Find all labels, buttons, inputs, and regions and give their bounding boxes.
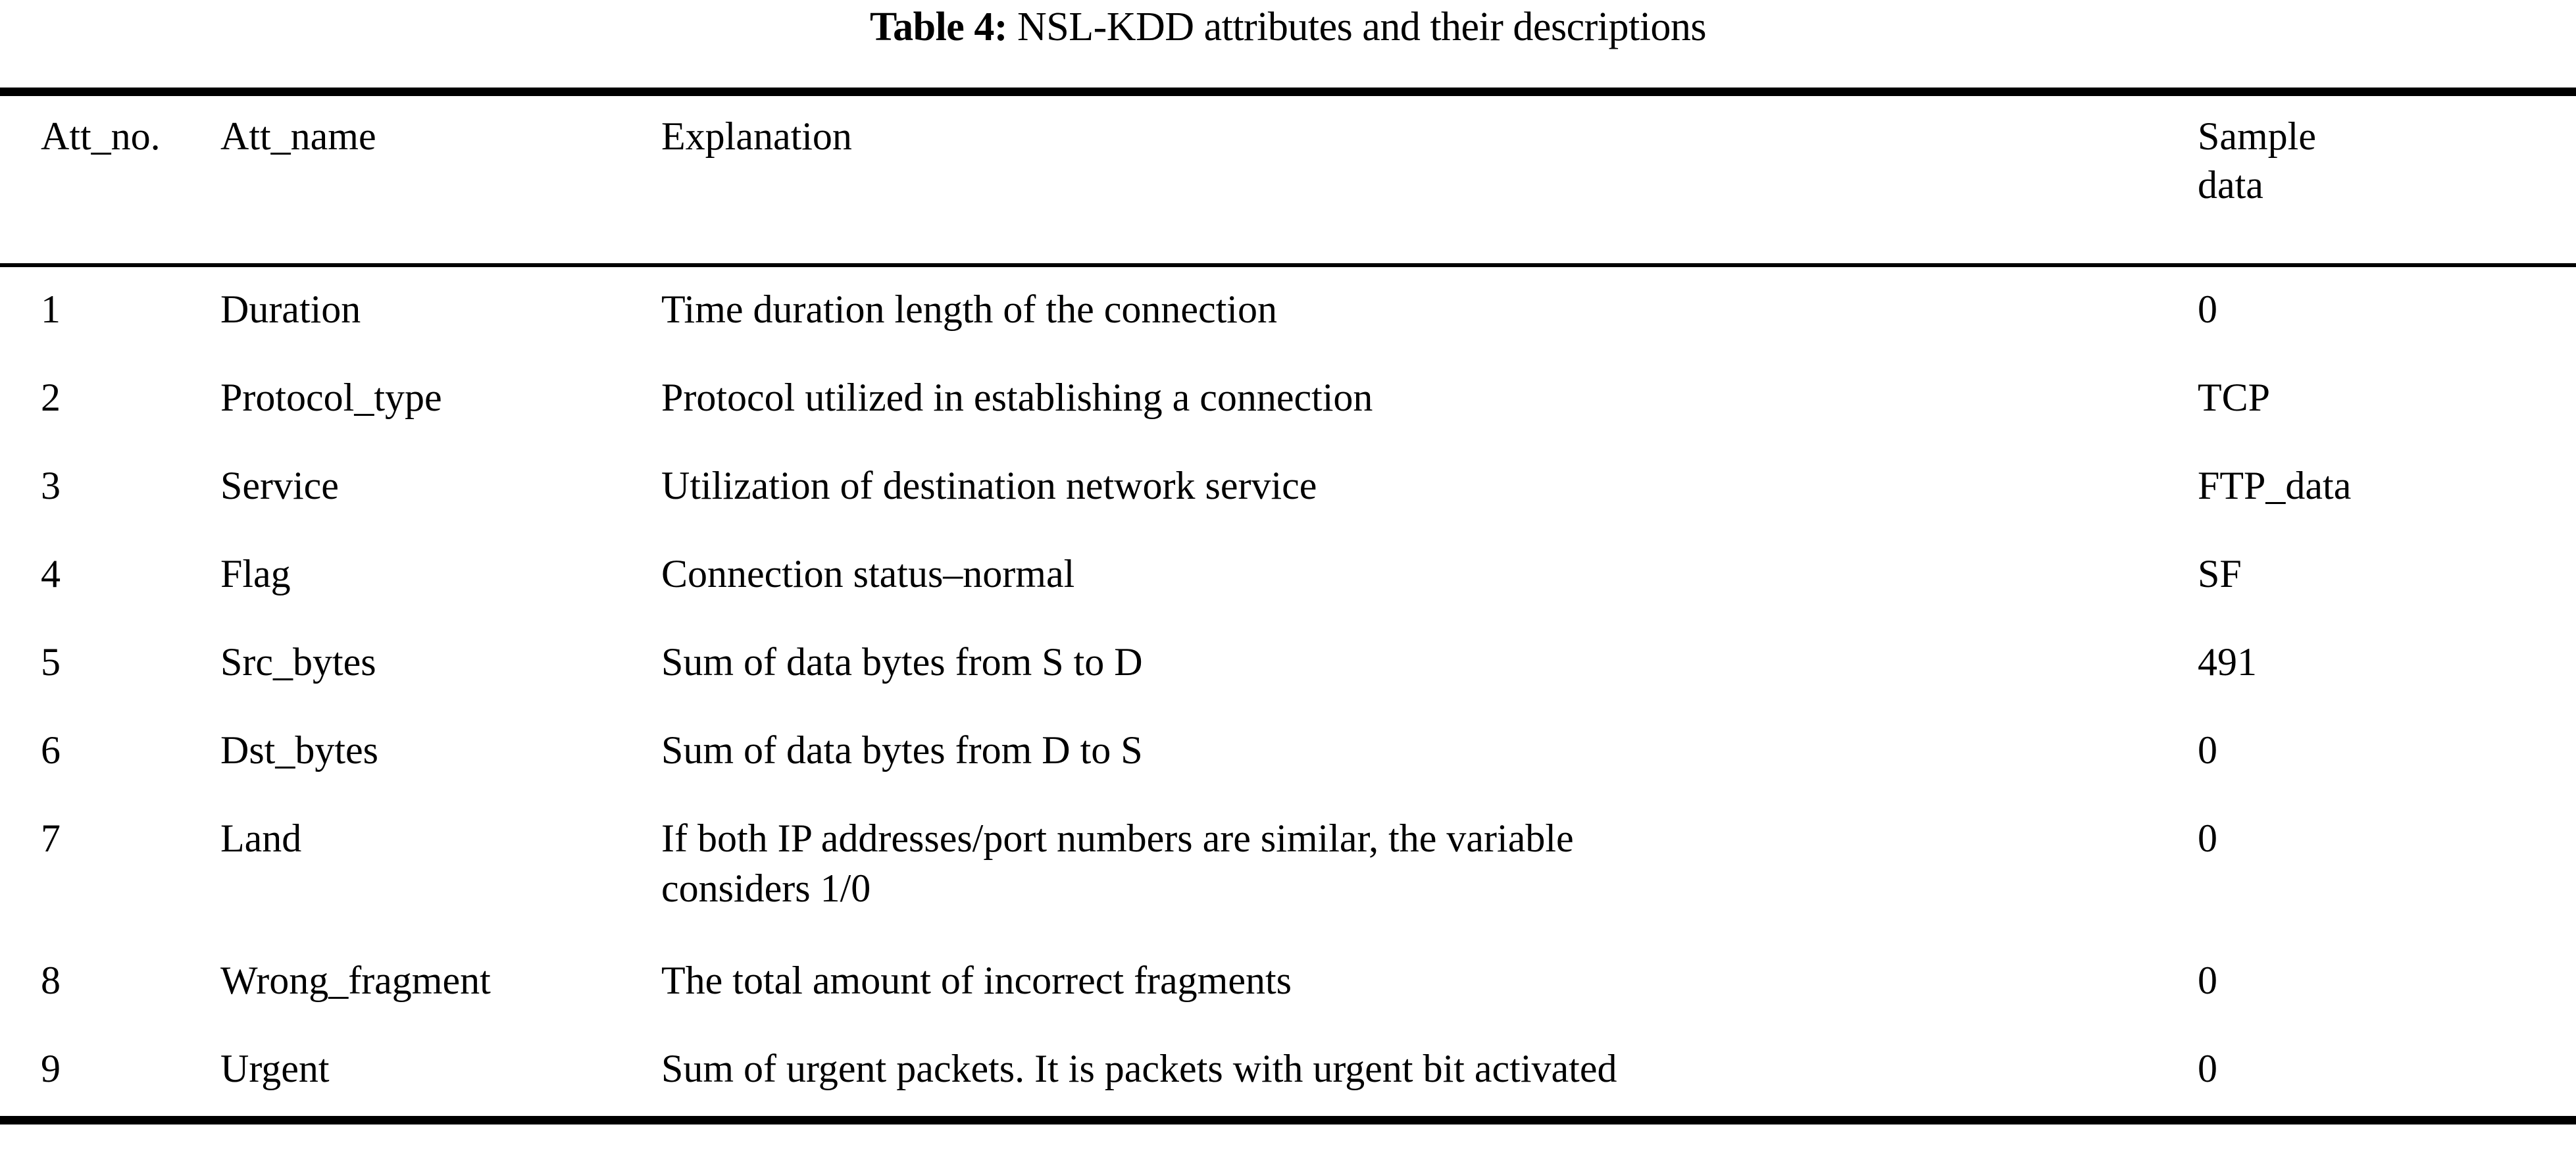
cell-att-name: Urgent <box>220 1047 330 1090</box>
cell-explanation-line1: Sum of urgent packets. It is packets wit… <box>661 1047 1617 1090</box>
cell-explanation: Protocol utilized in establishing a conn… <box>661 372 2198 422</box>
cell-explanation-line1: Sum of data bytes from S to D <box>661 640 1143 684</box>
cell-att-no: 5 <box>41 640 61 684</box>
table-caption: Table 4: NSL-KDD attributes and their de… <box>0 1 2576 53</box>
column-header-att-name: Att_name <box>220 114 376 158</box>
cell-att-name: Flag <box>220 552 291 595</box>
cell-sample-data: 0 <box>2198 1047 2217 1090</box>
cell-explanation: Sum of data bytes from S to D <box>661 637 2198 687</box>
table-row: 8 Wrong_fragment The total amount of inc… <box>0 955 2576 1005</box>
cell-sample-data: 0 <box>2198 288 2217 331</box>
table-row: 5 Src_bytes Sum of data bytes from S to … <box>0 637 2576 687</box>
cell-explanation-line1: If both IP addresses/port numbers are si… <box>661 817 1574 860</box>
cell-explanation: Sum of urgent packets. It is packets wit… <box>661 1044 2198 1094</box>
column-header-sample-data: Sample data <box>2198 112 2576 209</box>
table-row: 2 Protocol_type Protocol utilized in est… <box>0 372 2576 422</box>
table-row: 6 Dst_bytes Sum of data bytes from D to … <box>0 725 2576 775</box>
column-header-sample-data-line2: data <box>2198 163 2263 207</box>
table-row: 3 Service Utilization of destination net… <box>0 461 2576 511</box>
cell-sample-data: TCP <box>2198 376 2271 419</box>
cell-att-no: 2 <box>41 376 61 419</box>
cell-att-name: Service <box>220 464 339 507</box>
column-header-sample-data-line1: Sample <box>2198 114 2316 158</box>
column-header-att-no: Att_no. <box>41 114 161 158</box>
table-caption-label: Table 4: <box>869 5 1008 49</box>
cell-sample-data: SF <box>2198 552 2242 595</box>
table-row: 9 Urgent Sum of urgent packets. It is pa… <box>0 1044 2576 1094</box>
cell-explanation: Utilization of destination network servi… <box>661 461 2198 511</box>
cell-explanation: Time duration length of the connection <box>661 284 2198 334</box>
cell-sample-data: 0 <box>2198 817 2217 860</box>
cell-sample-data: 0 <box>2198 728 2217 772</box>
cell-att-name: Land <box>220 817 302 860</box>
table-caption-text: NSL-KDD attributes and their description… <box>1007 5 1707 49</box>
cell-att-name: Wrong_fragment <box>220 959 491 1002</box>
cell-att-name: Dst_bytes <box>220 728 378 772</box>
cell-explanation: Connection status–normal <box>661 549 2198 599</box>
cell-sample-data: FTP_data <box>2198 464 2352 507</box>
cell-explanation-line1: Time duration length of the connection <box>661 288 1277 331</box>
cell-explanation-line1: Utilization of destination network servi… <box>661 464 1317 507</box>
table-row: 1 Duration Time duration length of the c… <box>0 284 2576 334</box>
table-header-row: Att_no. Att_name Explanation Sample data <box>0 112 2576 209</box>
cell-explanation: Sum of data bytes from D to S <box>661 725 2198 775</box>
cell-explanation-line1: Protocol utilized in establishing a conn… <box>661 376 1373 419</box>
cell-att-name: Src_bytes <box>220 640 376 684</box>
cell-explanation-line1: Sum of data bytes from D to S <box>661 728 1143 772</box>
table-top-rule <box>0 88 2576 96</box>
cell-att-no: 9 <box>41 1047 61 1090</box>
cell-att-no: 3 <box>41 464 61 507</box>
table-row: 7 Land If both IP addresses/port numbers… <box>0 813 2576 913</box>
cell-explanation: If both IP addresses/port numbers are si… <box>661 813 2198 913</box>
cell-att-no: 1 <box>41 288 61 331</box>
cell-explanation-line1: Connection status–normal <box>661 552 1075 595</box>
cell-sample-data: 491 <box>2198 640 2257 684</box>
table-header-rule <box>0 263 2576 267</box>
cell-sample-data: 0 <box>2198 959 2217 1002</box>
cell-att-name: Protocol_type <box>220 376 442 419</box>
cell-explanation: The total amount of incorrect fragments <box>661 955 2198 1005</box>
cell-explanation-line1: The total amount of incorrect fragments <box>661 959 1292 1002</box>
cell-att-no: 4 <box>41 552 61 595</box>
cell-explanation-line2: considers 1/0 <box>661 867 871 910</box>
cell-att-name: Duration <box>220 288 361 331</box>
cell-att-no: 8 <box>41 959 61 1002</box>
table-row: 4 Flag Connection status–normal SF <box>0 549 2576 599</box>
table-bottom-rule <box>0 1116 2576 1124</box>
column-header-explanation: Explanation <box>661 114 852 158</box>
cell-att-no: 6 <box>41 728 61 772</box>
cell-att-no: 7 <box>41 817 61 860</box>
